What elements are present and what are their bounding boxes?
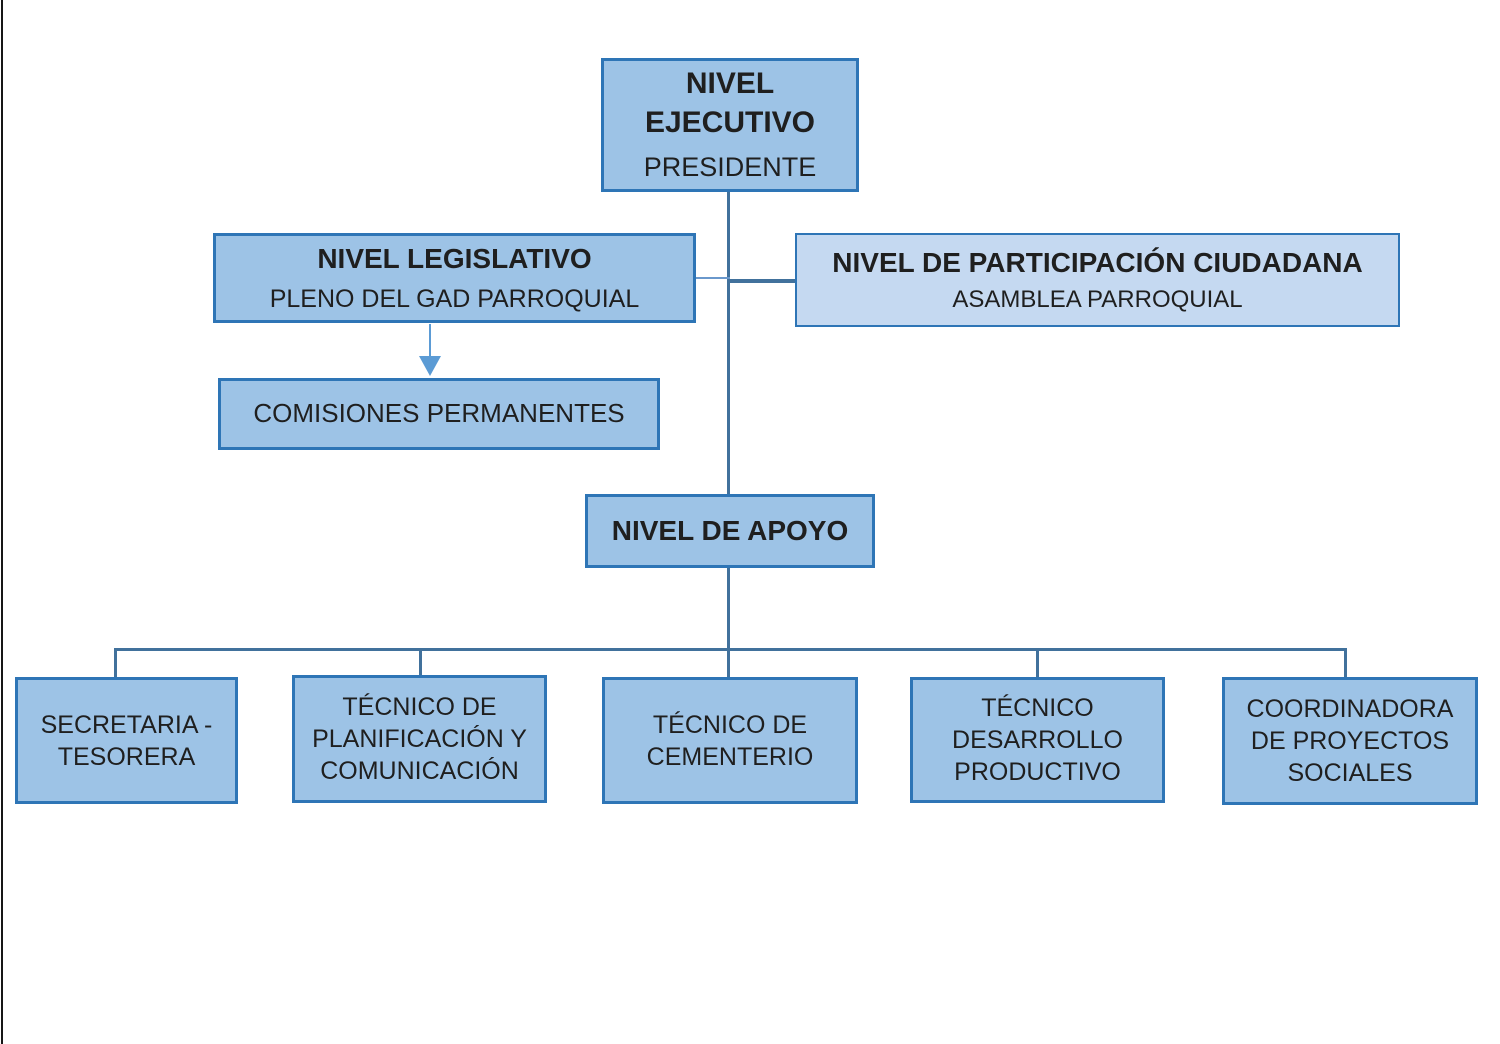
connector-ejecutivo-apoyo (727, 192, 730, 494)
node-nivel-participacion-ciudadana: NIVEL DE PARTICIPACIÓN CIUDADANA ASAMBLE… (795, 233, 1400, 327)
node-title: COORDINADORA DE PROYECTOS SOCIALES (1246, 695, 1454, 787)
connector-bottom-rail (114, 648, 1347, 651)
arrow-down-icon (419, 356, 441, 376)
node-nivel-legislativo: NIVEL LEGISLATIVO PLENO DEL GAD PARROQUI… (213, 233, 696, 323)
node-tecnico-desarrollo-productivo: TÉCNICO DESARROLLO PRODUCTIVO (910, 677, 1165, 803)
node-title: TÉCNICO DESARROLLO PRODUCTIVO (952, 694, 1123, 786)
node-tecnico-planificacion-comunicacion: TÉCNICO DE PLANIFICACIÓN Y COMUNICACIÓN (292, 675, 547, 803)
node-coordinadora-proyectos-sociales: COORDINADORA DE PROYECTOS SOCIALES (1222, 677, 1478, 805)
connector-drop-secretaria (114, 648, 117, 677)
node-subtitle: PLENO DEL GAD PARROQUIAL (269, 284, 640, 313)
connector-drop-planificacion (419, 648, 422, 675)
node-title: COMISIONES PERMANENTES (253, 398, 625, 429)
node-secretaria-tesorera: SECRETARIA - TESORERA (15, 677, 238, 804)
node-title: SECRETARIA - TESORERA (40, 710, 213, 771)
node-title: NIVEL LEGISLATIVO (317, 243, 592, 275)
connector-legislativo-center (695, 277, 730, 279)
node-comisiones-permanentes: COMISIONES PERMANENTES (218, 378, 660, 450)
connector-drop-coordinadora (1344, 648, 1347, 677)
node-tecnico-cementerio: TÉCNICO DE CEMENTERIO (602, 677, 858, 804)
connector-apoyo-bottom-rail (727, 568, 730, 677)
node-title: NIVEL EJECUTIVO (644, 67, 816, 139)
node-subtitle: PRESIDENTE (643, 152, 817, 183)
node-nivel-ejecutivo: NIVEL EJECUTIVO PRESIDENTE (601, 58, 859, 192)
node-title: NIVEL DE PARTICIPACIÓN CIUDADANA (832, 246, 1363, 278)
node-title: TÉCNICO DE PLANIFICACIÓN Y COMUNICACIÓN (312, 693, 527, 785)
arrow-legislativo-comisiones-stem (429, 324, 431, 358)
node-nivel-de-apoyo: NIVEL DE APOYO (585, 494, 875, 568)
node-title: NIVEL DE APOYO (611, 515, 849, 547)
connector-drop-desarrollo (1036, 648, 1039, 677)
node-subtitle: ASAMBLEA PARROQUIAL (952, 285, 1243, 313)
connector-center-participacion (730, 279, 795, 283)
node-title: TÉCNICO DE CEMENTERIO (646, 710, 814, 771)
page-edge-line (1, 0, 3, 1044)
